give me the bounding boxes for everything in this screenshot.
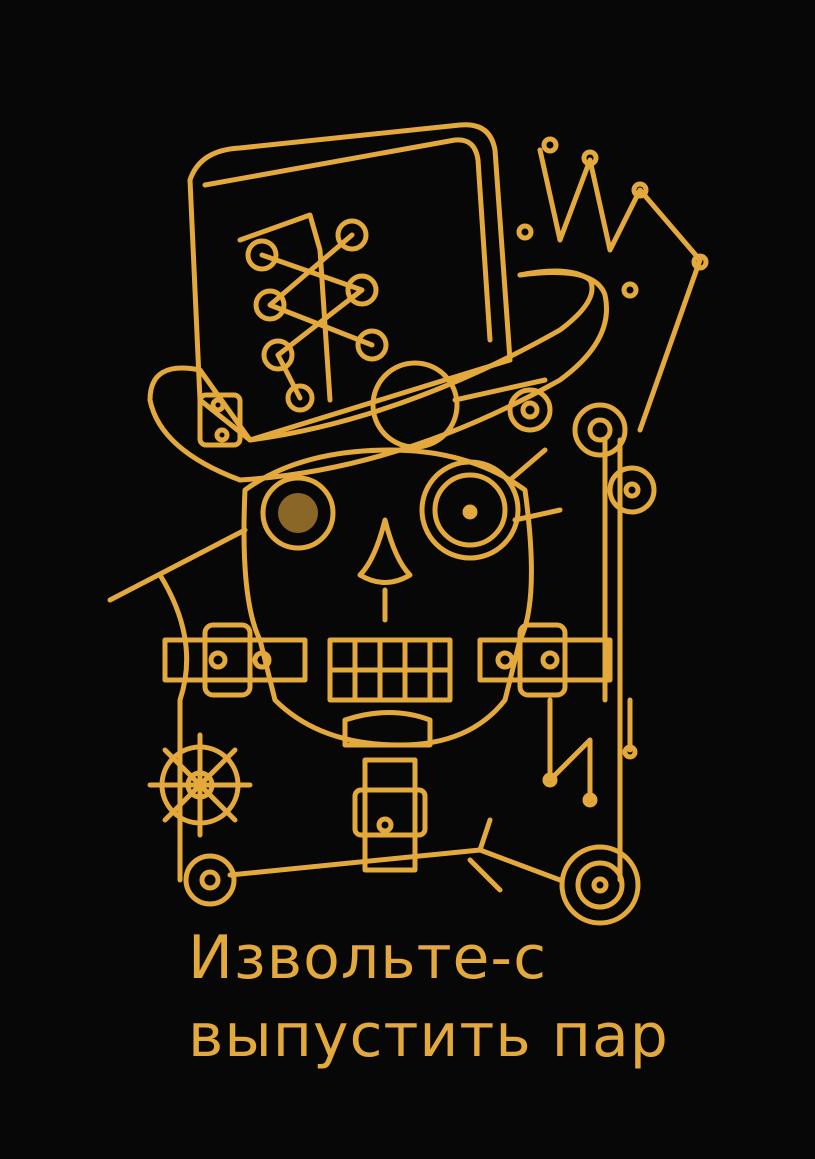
gears-and-pipes [107, 136, 709, 926]
goggles [370, 360, 563, 561]
top-hat [147, 122, 609, 483]
caption-line-1: Извольте-с [188, 923, 548, 993]
skull [162, 447, 613, 873]
caption-line-2: выпустить пар [188, 1001, 669, 1071]
